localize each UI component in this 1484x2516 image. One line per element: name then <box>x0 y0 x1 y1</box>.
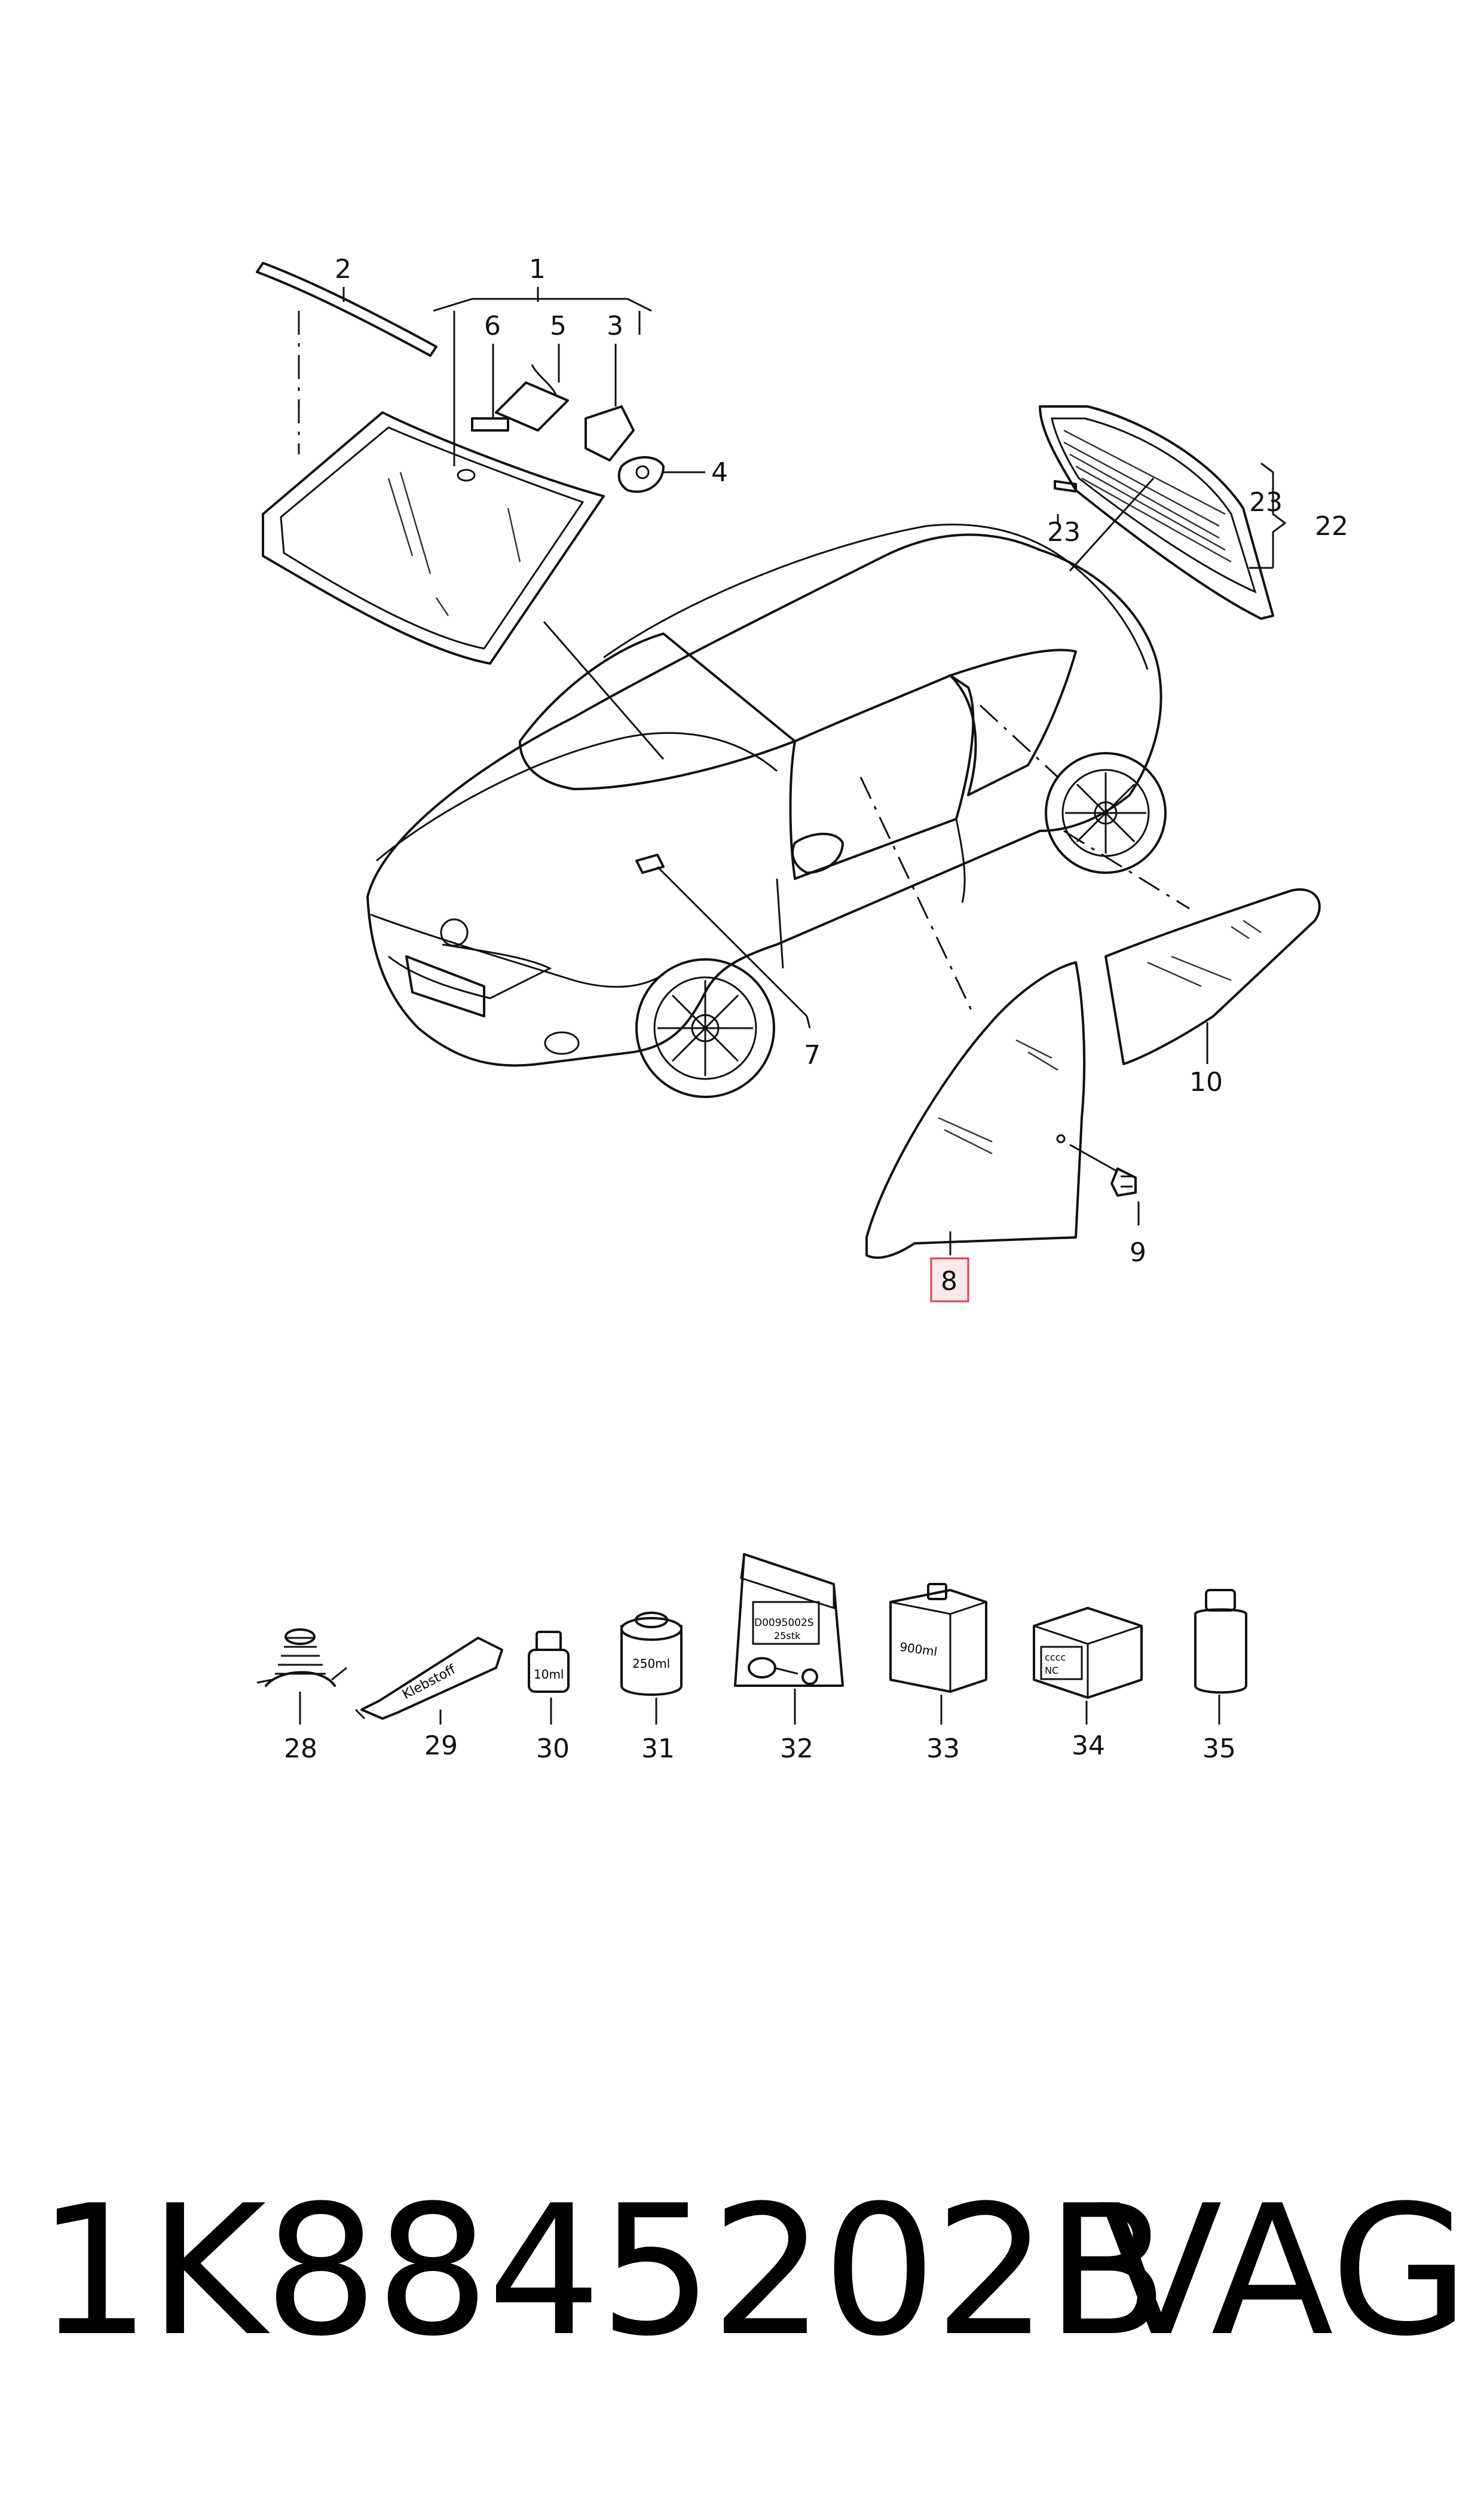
callout-31: 31 <box>641 1734 675 1764</box>
callout-6: 6 <box>484 311 501 341</box>
bottle-large <box>1194 1589 1247 1694</box>
bag: D0095002S 25stk <box>734 1553 844 1687</box>
callout-2: 2 <box>335 254 351 285</box>
can: 250ml <box>620 1612 683 1696</box>
kit-line1: cccc <box>1045 1652 1066 1663</box>
windshield-assembly <box>256 262 665 760</box>
part-number: 1K8845202B <box>37 2167 1168 2376</box>
callout-1: 1 <box>529 254 546 285</box>
callout-7: 7 <box>804 1040 821 1071</box>
bag-code: D0095002S <box>754 1617 814 1629</box>
callout-32: 32 <box>780 1734 813 1764</box>
bag-qty: 25stk <box>774 1630 801 1641</box>
door-glass <box>859 704 1140 1259</box>
callout-5: 5 <box>550 311 567 341</box>
kit-box: cccc NC <box>1033 1607 1143 1699</box>
consumables-row: Klebstoff 10ml 250ml D0095002S 25stk <box>256 1553 1247 1725</box>
callout-22: 22 <box>1315 511 1348 542</box>
callout-23-bracket: 23 <box>1249 487 1283 518</box>
callout-23-rear: 23 <box>1047 517 1081 548</box>
rear-side-window <box>1063 830 1321 1065</box>
callout-34: 34 <box>1072 1731 1105 1761</box>
callout-8-highlight[interactable]: 8 <box>930 1257 969 1303</box>
box-label: 900ml <box>899 1640 938 1659</box>
tube-part: Klebstoff <box>354 1637 503 1720</box>
small-bottle: 10ml <box>528 1631 570 1693</box>
rear-window <box>1039 405 1287 620</box>
car-body <box>366 524 1167 1098</box>
callouts-bottom: 28 29 30 31 32 33 34 35 <box>284 1731 1236 1764</box>
leader-7 <box>656 866 808 1017</box>
brand-name: VAG <box>1100 2167 1470 2376</box>
highlight-box <box>930 1257 969 1303</box>
coil-part <box>256 1628 347 1687</box>
callout-28: 28 <box>284 1734 317 1764</box>
callout-leaders <box>342 287 1059 523</box>
callout-4: 4 <box>711 457 728 488</box>
callout-33: 33 <box>926 1734 960 1764</box>
callout-35: 35 <box>1203 1734 1236 1764</box>
can-label: 250ml <box>632 1656 670 1671</box>
kit-line2: NC <box>1045 1665 1058 1676</box>
callout-30: 30 <box>536 1734 570 1764</box>
box-900: 900ml <box>889 1583 987 1693</box>
callout-10: 10 <box>1189 1067 1223 1097</box>
callout-3: 3 <box>607 311 623 341</box>
callouts-top: 1 2 6 5 3 4 23 23 22 7 10 9 <box>335 254 1348 1268</box>
callout-8: 8 <box>941 1266 957 1297</box>
callout-29: 29 <box>424 1731 458 1761</box>
leader-7b <box>806 1016 811 1029</box>
small-bottle-label: 10ml <box>534 1667 564 1682</box>
callout-9: 9 <box>1130 1237 1146 1268</box>
